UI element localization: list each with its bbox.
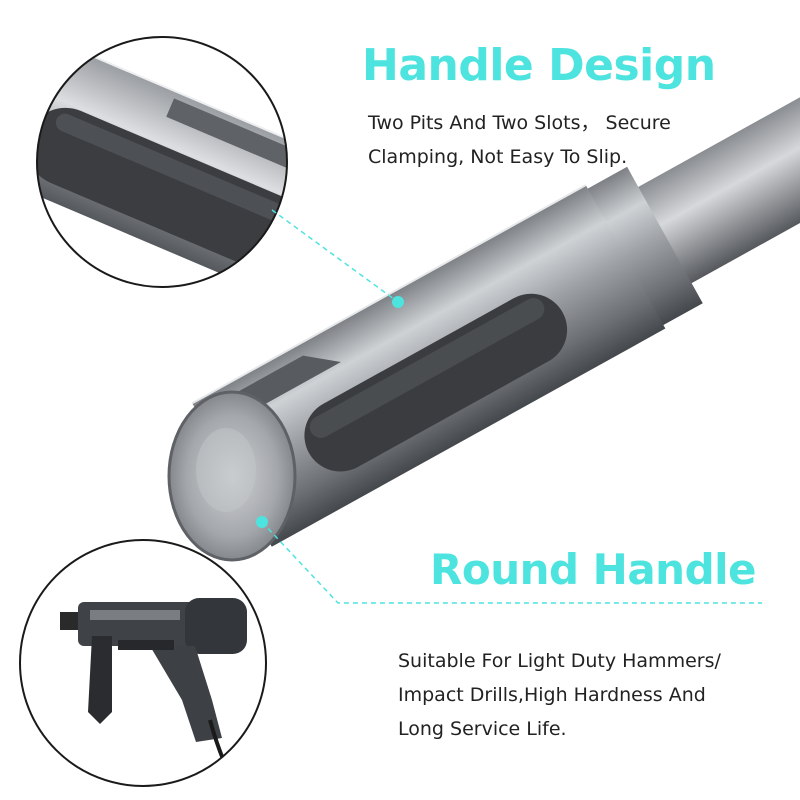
description-line: Clamping, Not Easy To Slip.	[368, 146, 628, 168]
handle-design-heading: Handle Design	[362, 40, 716, 91]
description-line: Impact Drills,High Hardness And	[398, 684, 706, 706]
description-line: Two Pits And Two Slots， Secure	[368, 112, 671, 134]
drill-bit-shank	[167, 0, 800, 562]
description-line: Long Service Life.	[398, 718, 567, 740]
zoom-circle-rotary-hammer	[19, 539, 267, 787]
callout-slot	[271, 209, 404, 308]
round-handle-description: Suitable For Light Duty Hammers/ Impact …	[398, 644, 788, 746]
zoom-circle-slot-detail	[36, 36, 288, 288]
handle-design-description: Two Pits And Two Slots， Secure Clamping,…	[368, 106, 768, 174]
callout-round-end	[256, 516, 762, 604]
description-line: Suitable For Light Duty Hammers/	[398, 650, 721, 672]
round-handle-heading: Round Handle	[430, 545, 757, 594]
